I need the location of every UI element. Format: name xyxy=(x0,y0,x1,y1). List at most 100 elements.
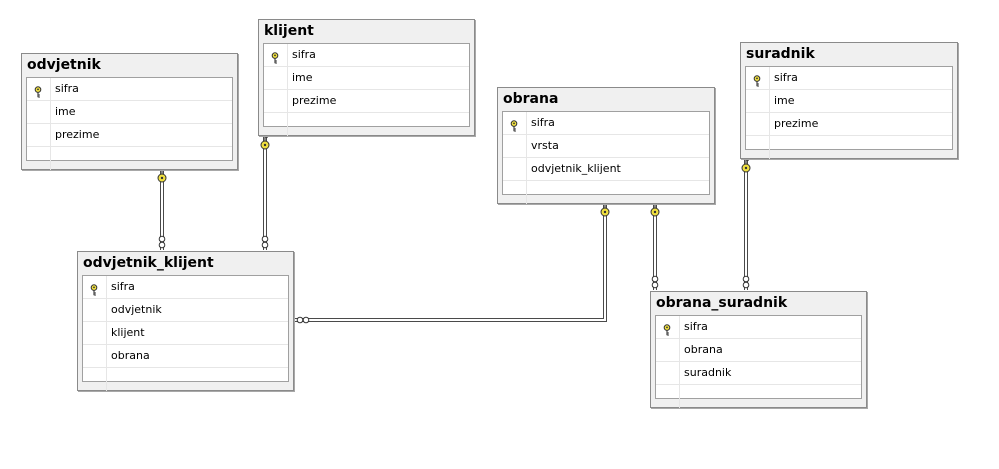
column-name: sifra xyxy=(531,116,555,129)
column-name: ime xyxy=(55,105,76,118)
column-name: obrana xyxy=(111,349,150,362)
row-divider xyxy=(769,136,770,159)
row-divider xyxy=(679,385,680,408)
row-divider xyxy=(679,339,680,361)
column-name: prezime xyxy=(55,128,100,141)
row-divider xyxy=(106,322,107,344)
column-row[interactable]: obrana xyxy=(83,345,288,368)
column-row[interactable]: vrsta xyxy=(503,135,709,158)
relationship-klijent-odvjetnik_klijent[interactable] xyxy=(260,135,270,250)
column-row[interactable]: prezime xyxy=(746,113,952,136)
primary-key-icon xyxy=(270,49,282,64)
column-name: vrsta xyxy=(531,139,559,152)
column-row[interactable]: prezime xyxy=(27,124,232,147)
primary-key-icon xyxy=(752,72,764,87)
row-divider xyxy=(526,135,527,157)
row-divider xyxy=(287,44,288,66)
one-end-key-icon xyxy=(650,202,660,217)
column-list: sifra ime prezime xyxy=(745,66,953,159)
column-row[interactable]: sifra xyxy=(656,316,861,339)
column-list: sifra vrsta odvjetnik_klijent xyxy=(502,111,710,204)
many-end-infinity-icon xyxy=(261,235,269,249)
primary-key-icon xyxy=(89,281,101,296)
column-name: prezime xyxy=(292,94,337,107)
row-divider xyxy=(50,124,51,146)
empty-row xyxy=(746,136,952,159)
row-divider xyxy=(769,90,770,112)
column-name: ime xyxy=(292,71,313,84)
row-divider xyxy=(769,113,770,135)
column-row[interactable]: obrana xyxy=(656,339,861,362)
empty-row xyxy=(27,147,232,170)
column-name: klijent xyxy=(111,326,145,339)
relationship-obrana-obrana_suradnik[interactable] xyxy=(650,202,660,290)
row-divider xyxy=(769,67,770,89)
row-divider xyxy=(106,299,107,321)
column-row[interactable]: sifra xyxy=(27,78,232,101)
column-list: sifra odvjetnik klijent obrana xyxy=(82,275,289,391)
table-suradnik[interactable]: suradnik sifra ime prezime xyxy=(740,42,958,159)
many-end-infinity-icon xyxy=(742,275,750,289)
column-row[interactable]: sifra xyxy=(83,276,288,299)
column-name: sifra xyxy=(774,71,798,84)
column-row[interactable]: ime xyxy=(746,90,952,113)
column-row[interactable]: ime xyxy=(27,101,232,124)
row-divider xyxy=(287,113,288,136)
many-end-infinity-icon xyxy=(296,316,310,324)
primary-key-icon xyxy=(509,117,521,132)
row-divider xyxy=(526,158,527,180)
relationship-obrana-odvjetnik_klijent[interactable] xyxy=(295,202,610,324)
primary-key-icon xyxy=(662,321,674,336)
many-end-infinity-icon xyxy=(158,235,166,249)
column-row[interactable]: sifra xyxy=(503,112,709,135)
table-title: suradnik xyxy=(741,43,957,65)
column-list: sifra ime prezime xyxy=(263,43,470,136)
column-row[interactable]: sifra xyxy=(746,67,952,90)
table-title: odvjetnik_klijent xyxy=(78,252,293,274)
column-row[interactable]: odvjetnik_klijent xyxy=(503,158,709,181)
column-name: sifra xyxy=(55,82,79,95)
row-divider xyxy=(679,362,680,384)
row-divider xyxy=(50,101,51,123)
column-row[interactable]: sifra xyxy=(264,44,469,67)
column-row[interactable]: klijent xyxy=(83,322,288,345)
row-divider xyxy=(106,345,107,367)
column-name: sifra xyxy=(111,280,135,293)
empty-row xyxy=(83,368,288,391)
column-name: odvjetnik_klijent xyxy=(531,162,621,175)
one-end-key-icon xyxy=(260,135,270,150)
one-end-key-icon xyxy=(741,158,751,173)
many-end-infinity-icon xyxy=(651,275,659,289)
row-divider xyxy=(526,112,527,134)
row-divider xyxy=(106,276,107,298)
row-divider xyxy=(287,90,288,112)
column-row[interactable]: ime xyxy=(264,67,469,90)
row-divider xyxy=(50,147,51,170)
column-name: odvjetnik xyxy=(111,303,162,316)
table-title: odvjetnik xyxy=(22,54,237,76)
relationship-suradnik-obrana_suradnik[interactable] xyxy=(741,158,751,290)
empty-row xyxy=(264,113,469,136)
column-row[interactable]: prezime xyxy=(264,90,469,113)
row-divider xyxy=(526,181,527,204)
table-obrana[interactable]: obrana sifra vrsta odvjetnik_klijent xyxy=(497,87,715,204)
column-name: ime xyxy=(774,94,795,107)
column-name: prezime xyxy=(774,117,819,130)
table-title: klijent xyxy=(259,20,474,42)
row-divider xyxy=(679,316,680,338)
row-divider xyxy=(287,67,288,89)
empty-row xyxy=(656,385,861,408)
column-row[interactable]: suradnik xyxy=(656,362,861,385)
one-end-key-icon xyxy=(600,202,610,217)
column-name: obrana xyxy=(684,343,723,356)
relationship-odvjetnik-odvjetnik_klijent[interactable] xyxy=(157,168,167,250)
table-title: obrana xyxy=(498,88,714,110)
column-list: sifra obrana suradnik xyxy=(655,315,862,408)
table-odvjetnik[interactable]: odvjetnik sifra ime prezime xyxy=(21,53,238,170)
column-row[interactable]: odvjetnik xyxy=(83,299,288,322)
column-list: sifra ime prezime xyxy=(26,77,233,170)
row-divider xyxy=(50,78,51,100)
